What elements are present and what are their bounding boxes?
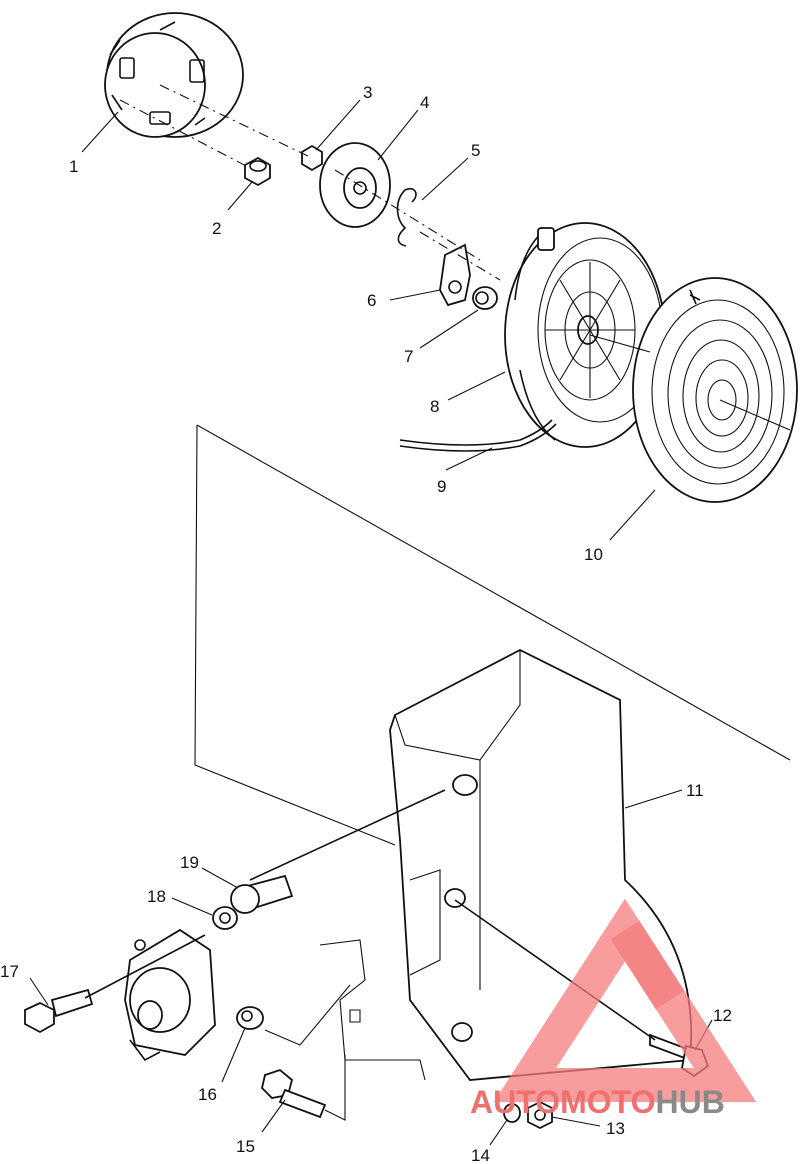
mounting-bracket — [319, 939, 426, 1081]
part-9-rope — [399, 419, 557, 452]
leader-lines — [29, 99, 713, 1146]
watermark-text-accent: AUTOMOTO — [470, 1084, 655, 1120]
callout-14: 14 — [471, 1146, 490, 1164]
callout-18: 18 — [147, 887, 166, 906]
watermark-text-dark: HUB — [655, 1084, 724, 1120]
part-10-recoil-spring — [632, 277, 798, 503]
callout-17: 17 — [0, 962, 19, 981]
callout-10: 10 — [584, 545, 603, 564]
assembly-lines — [84, 84, 791, 1121]
callout-15: 15 — [236, 1137, 255, 1156]
watermark-logo: AUTOMOTOHUB — [470, 898, 757, 1120]
part-14-washer — [503, 1103, 521, 1123]
callout-5: 5 — [471, 141, 480, 160]
callout-19: 19 — [180, 853, 199, 872]
callout-16: 16 — [198, 1085, 217, 1104]
part-15-bolt — [261, 1068, 327, 1119]
part-1-starter-cup — [104, 12, 244, 138]
callout-11: 11 — [686, 781, 704, 800]
part-2-nut — [244, 156, 271, 187]
fuel-pump — [124, 928, 216, 1062]
callout-3: 3 — [363, 83, 372, 102]
part-16-grommet — [236, 1006, 264, 1030]
callout-6: 6 — [367, 291, 376, 310]
callout-9: 9 — [437, 477, 446, 496]
part-6-pawl — [439, 243, 471, 307]
callout-8: 8 — [430, 397, 439, 416]
callout-4: 4 — [420, 93, 429, 112]
part-5-spring-clip — [396, 187, 417, 247]
part-19-collar — [230, 874, 294, 914]
part-18-o-ring — [212, 906, 238, 930]
callout-12: 12 — [713, 1006, 732, 1025]
callout-1: 1 — [69, 157, 78, 176]
part-11-housing — [389, 648, 693, 1081]
callout-13: 13 — [606, 1119, 625, 1138]
callout-7: 7 — [404, 347, 413, 366]
callout-2: 2 — [212, 219, 221, 238]
part-3-nut — [301, 144, 323, 172]
part-7-bushing — [472, 286, 498, 310]
callout-labels: 1 2 3 4 5 6 7 8 9 10 11 12 13 14 15 16 1… — [0, 83, 732, 1164]
part-17-bolt — [24, 988, 94, 1034]
watermark-text: AUTOMOTOHUB — [470, 1084, 725, 1120]
part-4-pawl-plate — [319, 142, 391, 228]
